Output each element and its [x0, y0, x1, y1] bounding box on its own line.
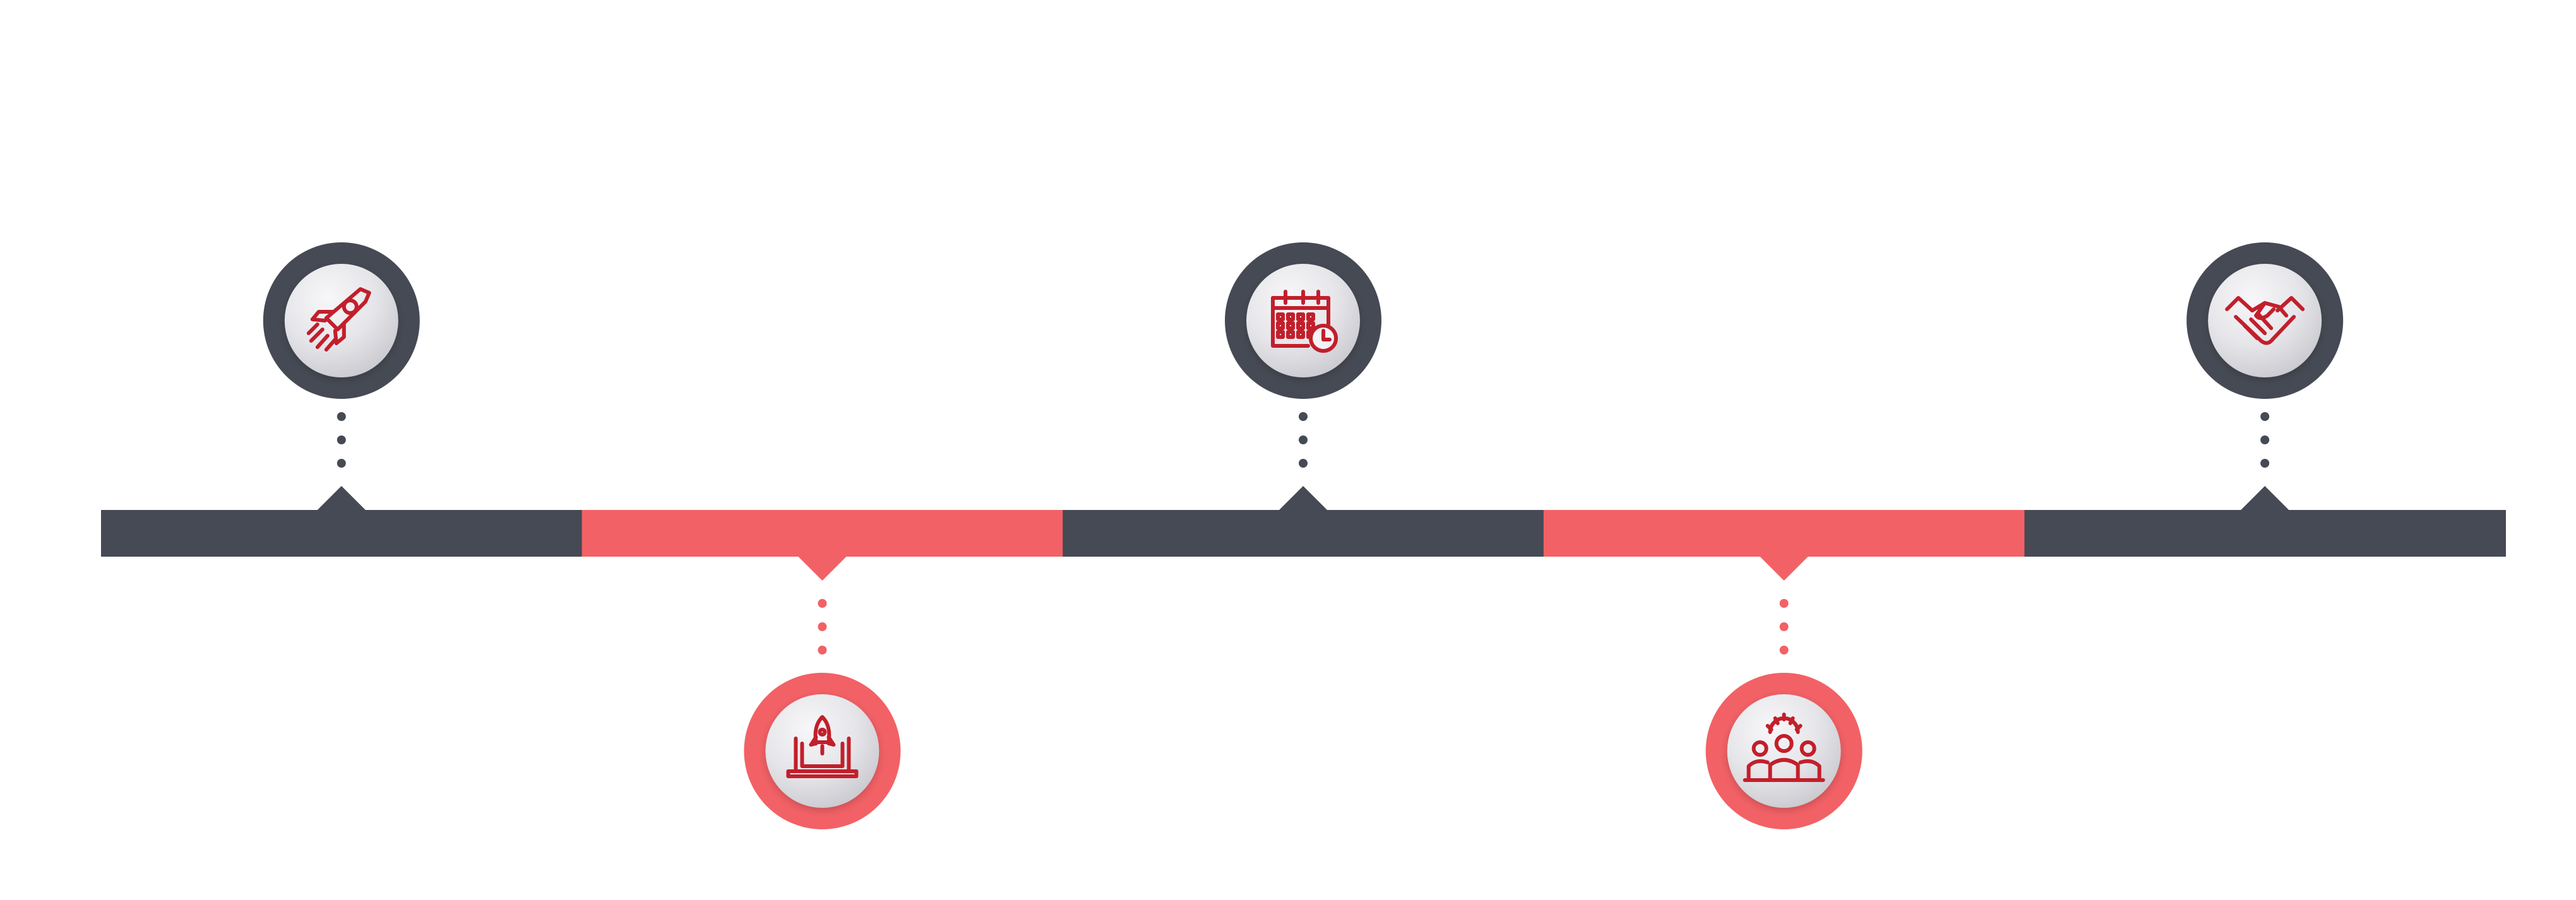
- connector-dot: [2260, 459, 2270, 468]
- milestone-connector: [1299, 412, 1308, 468]
- connector-dot: [818, 599, 827, 608]
- connector-dot: [2260, 435, 2270, 444]
- milestone-pointer: [798, 557, 847, 581]
- milestone-team: [1705, 557, 1863, 829]
- milestone-pointer: [2241, 486, 2289, 510]
- milestone-pointer: [317, 486, 366, 510]
- milestone-medallion: [1705, 673, 1863, 829]
- milestone-medallion: [744, 673, 901, 829]
- connector-dot: [818, 622, 827, 631]
- connector-dot: [1779, 622, 1789, 631]
- calendar-clock-icon: [1271, 290, 1338, 353]
- milestone-pointer: [1760, 557, 1808, 581]
- connector-dot: [1299, 412, 1308, 421]
- milestone-connector: [337, 412, 346, 468]
- milestone-deal: [2186, 242, 2344, 510]
- handshake-icon: [2225, 296, 2305, 345]
- connector-dot: [337, 435, 346, 444]
- milestones: [263, 242, 2344, 829]
- rocket-icon: [306, 287, 371, 352]
- milestone-online: [744, 557, 901, 829]
- milestone-schedule: [1225, 242, 1381, 510]
- timeline-bar: [101, 510, 2506, 557]
- timeline-segment-2: [581, 510, 1064, 557]
- timeline-segment-1: [101, 510, 583, 557]
- milestone-medallion: [263, 242, 420, 399]
- connector-dot: [1779, 646, 1789, 654]
- timeline-segment-5: [2024, 510, 2506, 557]
- timeline-segment-3: [1063, 510, 1544, 557]
- connector-dot: [1299, 459, 1308, 468]
- milestone-connector: [1779, 599, 1789, 654]
- timeline-segment-4: [1543, 510, 2025, 557]
- team-gear-icon: [1743, 713, 1825, 782]
- connector-dot: [1779, 599, 1789, 608]
- milestone-launch: [263, 242, 420, 510]
- connector-dot: [1299, 435, 1308, 444]
- connector-dot: [337, 459, 346, 468]
- laptop-rocket-icon: [786, 715, 859, 778]
- milestone-connector: [818, 599, 827, 654]
- milestone-medallion: [1225, 242, 1381, 399]
- medallion-face: [284, 264, 398, 377]
- connector-dot: [2260, 412, 2270, 421]
- milestone-connector: [2260, 412, 2270, 468]
- connector-dot: [337, 412, 346, 421]
- connector-dot: [818, 646, 827, 654]
- milestone-medallion: [2186, 242, 2344, 399]
- milestone-pointer: [1279, 486, 1327, 510]
